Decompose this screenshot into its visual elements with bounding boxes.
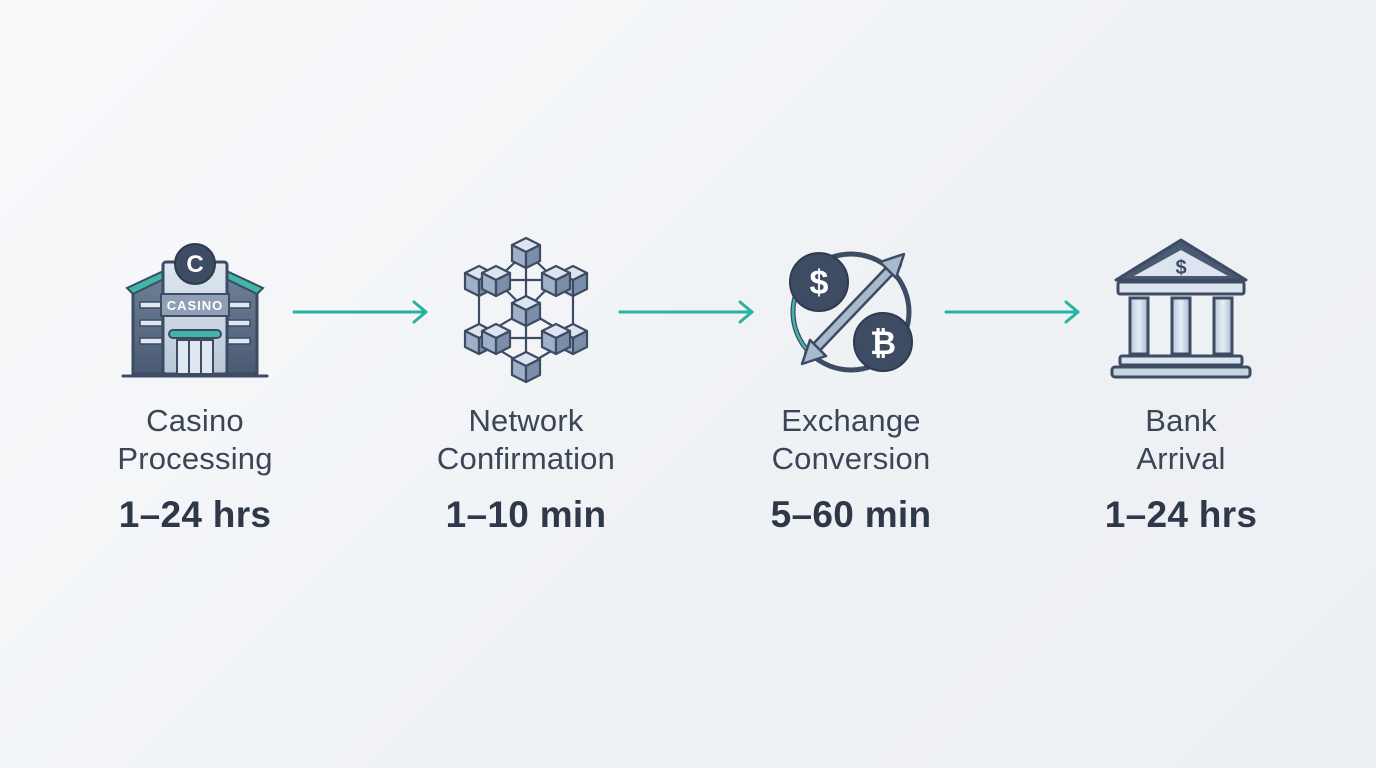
step-label-line2: Arrival <box>1136 441 1226 476</box>
svg-text:$: $ <box>810 264 829 302</box>
flow-arrow <box>944 300 1080 324</box>
svg-text:$: $ <box>1175 257 1186 279</box>
step-duration: 1–10 min <box>445 494 607 535</box>
step-label: Network Confirmation <box>396 402 656 478</box>
step-duration: 1–24 hrs <box>1104 494 1258 535</box>
step-label: Exchange Conversion <box>721 402 981 478</box>
bank-icon: $ <box>1110 238 1252 379</box>
step-label: Casino Processing <box>65 402 325 478</box>
step-duration: 1–24 hrs <box>118 494 272 535</box>
step-label-line1: Bank <box>1145 403 1217 438</box>
casino-building-icon: CASINO C <box>121 243 269 378</box>
casino-sign-text: CASINO <box>167 298 224 313</box>
svg-text:₿: ₿ <box>870 324 896 362</box>
svg-text:C: C <box>186 251 203 278</box>
step-duration: 5–60 min <box>770 494 932 535</box>
step-label-line2: Confirmation <box>436 441 616 476</box>
flow-arrow <box>618 300 754 324</box>
step-label-line2: Processing <box>117 441 273 476</box>
step-label-line1: Network <box>468 403 584 438</box>
step-label-line1: Exchange <box>781 403 921 438</box>
blockchain-network-icon <box>463 236 589 384</box>
step-label: Bank Arrival <box>1051 402 1311 478</box>
currency-exchange-icon: $ ₿ <box>789 251 913 373</box>
flow-arrow <box>292 300 428 324</box>
step-label-line1: Casino <box>146 403 244 438</box>
step-label-line2: Conversion <box>771 441 931 476</box>
